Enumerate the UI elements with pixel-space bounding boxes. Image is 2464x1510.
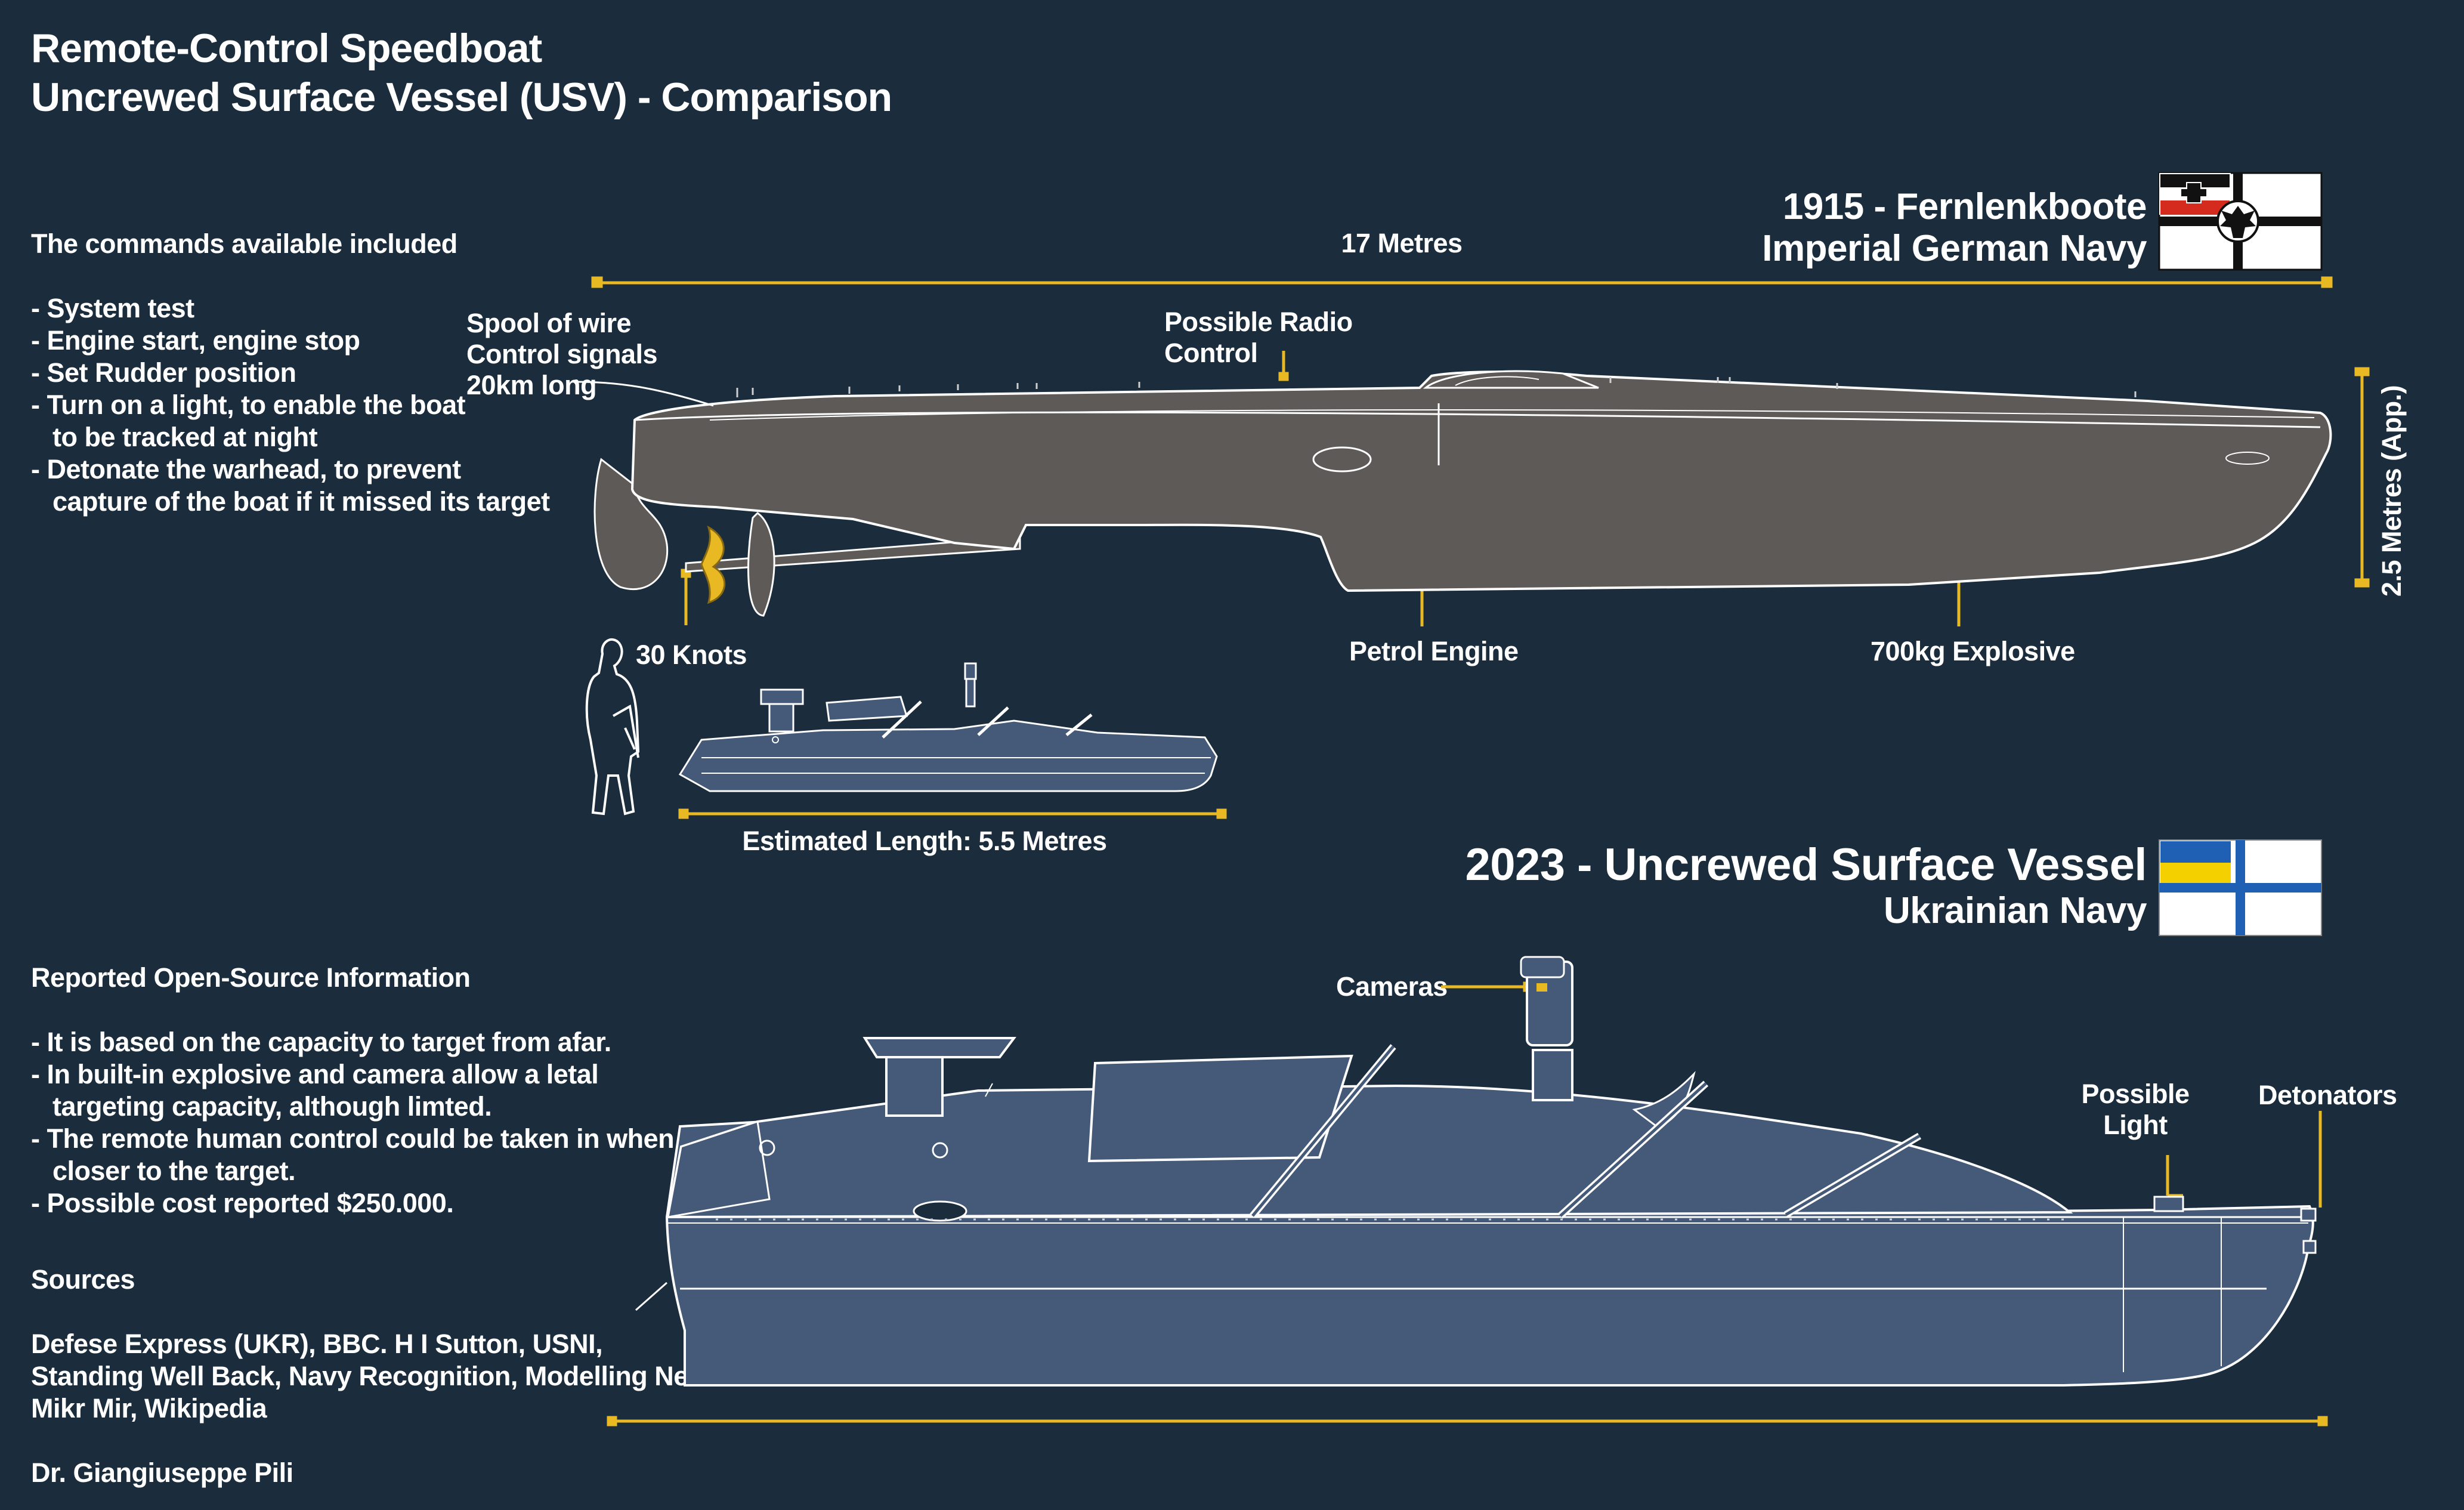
osint-item: - It is based on the capacity to target … xyxy=(31,1027,611,1057)
osint-block: Reported Open-Source Information - It is… xyxy=(31,962,675,1219)
light-label-line: Light xyxy=(2103,1110,2168,1140)
height-line-end xyxy=(2354,367,2370,376)
page-title: Remote-Control Speedboat Uncrewed Surfac… xyxy=(31,24,892,122)
speed-label: 30 Knots xyxy=(636,640,747,670)
boat-2023-heading: 2023 - Uncrewed Surface Vessel Ukrainian… xyxy=(1465,840,2147,932)
explosive-label: 700kg Explosive xyxy=(1871,636,2075,666)
length-label-1915: 17 Metres xyxy=(1341,228,1463,258)
commands-item: capture of the boat if it missed its tar… xyxy=(31,486,550,517)
commands-item: - Set Rudder position xyxy=(31,357,296,388)
boat-1915-year-name: 1915 - Fernlenkboote xyxy=(1782,186,2147,227)
light-label-line: Possible xyxy=(2081,1079,2190,1109)
spool-label-line: Spool of wire xyxy=(466,308,632,338)
boat-2023-year-name: 2023 - Uncrewed Surface Vessel xyxy=(1465,839,2147,890)
length-line-end xyxy=(607,1416,617,1426)
spool-label: Spool of wire Control signals 20km long xyxy=(466,308,658,401)
commands-item: - Engine start, engine stop xyxy=(31,325,360,356)
commands-block: The commands available included - System… xyxy=(31,228,550,518)
sources-block: Sources Defese Express (UKR), BBC. H I S… xyxy=(31,1264,724,1489)
radio-label-line: Control xyxy=(1164,338,1258,368)
ukrainian-naval-flag xyxy=(2159,839,2322,936)
title-line-1: Remote-Control Speedboat xyxy=(31,26,542,71)
height-line-end xyxy=(2354,578,2370,588)
sources-line: Defese Express (UKR), BBC. H I Sutton, U… xyxy=(31,1329,603,1359)
commands-item: - System test xyxy=(31,293,194,323)
light-label: Possible Light xyxy=(2076,1079,2195,1141)
osint-item: - The remote human control could be take… xyxy=(31,1123,675,1154)
usv-scale-drawing xyxy=(678,662,1218,792)
length-line-end xyxy=(2321,276,2333,288)
sources-header: Sources xyxy=(31,1264,135,1295)
boat-2023-drawing xyxy=(635,956,2317,1387)
sources-line: Standing Well Back, Navy Recognition, Mo… xyxy=(31,1361,724,1391)
sources-line: Mikr Mir, Wikipedia xyxy=(31,1393,267,1423)
commands-header: The commands available included xyxy=(31,228,457,259)
osint-item: targeting capacity, although limted. xyxy=(31,1091,492,1122)
length-line-end xyxy=(678,808,689,819)
length-line-end xyxy=(2317,1416,2328,1426)
spool-label-line: Control signals xyxy=(466,339,658,369)
boat-1915-heading: 1915 - Fernlenkboote Imperial German Nav… xyxy=(1762,186,2147,270)
detonators-label: Detonators xyxy=(2258,1080,2397,1110)
radio-label-line: Possible Radio xyxy=(1164,307,1353,337)
title-line-2: Uncrewed Surface Vessel (USV) - Comparis… xyxy=(31,75,892,120)
spool-label-line: 20km long xyxy=(466,370,597,400)
boat-2023-navy: Ukrainian Navy xyxy=(1884,890,2147,931)
boat-1915-drawing xyxy=(574,370,2332,617)
radio-label: Possible Radio Control xyxy=(1164,307,1353,369)
commands-item: - Turn on a light, to enable the boat xyxy=(31,390,466,420)
length-line-end xyxy=(1216,808,1227,819)
osint-item: - In built-in explosive and camera allow… xyxy=(31,1059,599,1089)
imperial-german-flag xyxy=(2158,172,2323,271)
estimated-length-label: Estimated Length: 5.5 Metres xyxy=(742,826,1107,856)
commands-item: - Detonate the warhead, to prevent xyxy=(31,454,461,484)
osint-item: closer to the target. xyxy=(31,1156,296,1186)
author-credit: Dr. Giangiuseppe Pili xyxy=(31,1457,293,1488)
boat-1915-navy: Imperial German Navy xyxy=(1762,228,2147,269)
cameras-label: Cameras xyxy=(1336,971,1448,1002)
commands-item: to be tracked at night xyxy=(31,422,318,452)
length-line-end xyxy=(591,276,603,288)
osint-item: - Possible cost reported $250.000. xyxy=(31,1188,454,1218)
engine-label: Petrol Engine xyxy=(1349,636,1519,666)
osint-header: Reported Open-Source Information xyxy=(31,962,471,993)
soldier-scale-figure xyxy=(585,638,640,816)
